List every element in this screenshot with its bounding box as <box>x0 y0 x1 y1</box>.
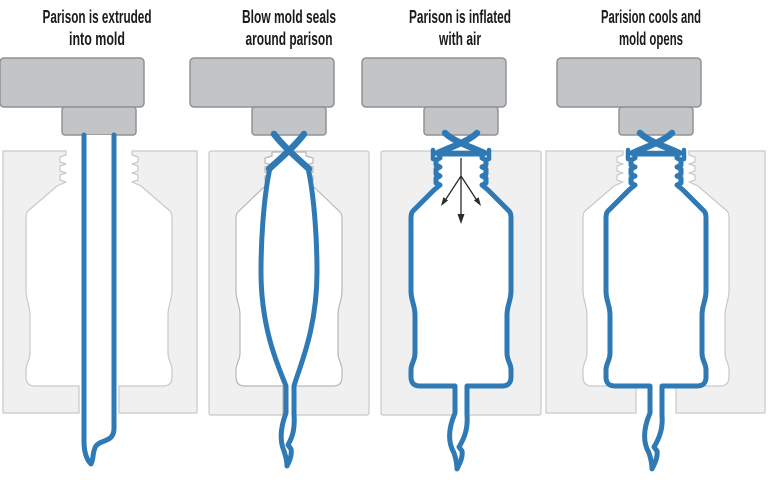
panel2-title-line1: Blow mold seals <box>242 6 336 27</box>
die-head-block <box>0 57 145 108</box>
diagram-shapes <box>0 57 766 472</box>
air-flow-lines <box>445 158 477 215</box>
panel4-title-line2: mold opens <box>619 28 683 49</box>
panel3-title-line2: with air <box>438 28 481 49</box>
panel-stage-open <box>545 57 766 472</box>
panel3-title-line1: Parison is inflated <box>409 6 511 27</box>
air-arrowhead-right <box>473 197 481 206</box>
die-head-block <box>361 57 507 108</box>
blown-bottle <box>408 151 514 472</box>
die-nozzle-block <box>61 106 137 136</box>
panel-stage-inflate <box>361 57 542 472</box>
panel-stage-seal <box>189 57 370 469</box>
pinch-x-stroke <box>265 130 308 173</box>
mold-half-left <box>2 150 80 414</box>
panel2-title-line2: around parison <box>246 28 333 49</box>
blown-bottle <box>603 151 709 472</box>
die-nozzle-block <box>423 106 499 136</box>
die-head-block <box>556 57 702 108</box>
die-head-block <box>189 57 335 108</box>
parison-sealed-oval <box>258 165 320 469</box>
die-nozzle-block <box>251 106 327 136</box>
mold-half-right <box>118 150 198 414</box>
panel1-title-line1: Parison is extruded <box>43 6 152 27</box>
neck-flash-bar <box>625 147 687 162</box>
air-arrowhead-left <box>441 197 449 206</box>
die-nozzle-block <box>618 106 694 136</box>
panel4-title-line1: Parision cools and <box>601 6 701 27</box>
panel-titles: Parison is extruded into mold Blow mold … <box>43 6 702 49</box>
mold-half-right <box>675 150 766 414</box>
mold-half-left <box>545 150 637 414</box>
parison-tube <box>81 132 117 467</box>
air-arrowhead-down <box>457 214 465 224</box>
neck-flash-bar <box>430 147 492 162</box>
panel-stage-extrude <box>0 57 198 467</box>
panel1-title-line2: into mold <box>69 28 125 49</box>
